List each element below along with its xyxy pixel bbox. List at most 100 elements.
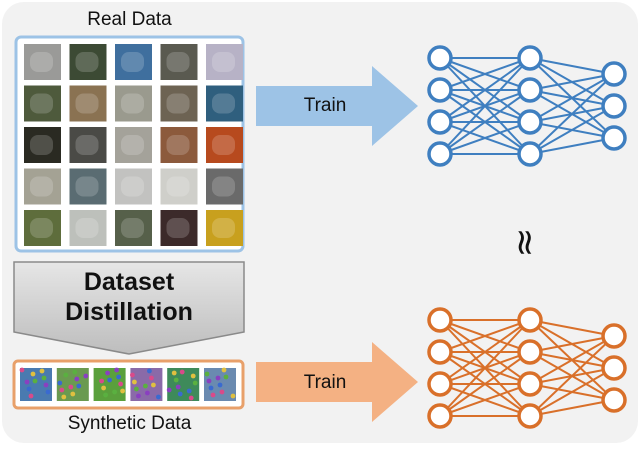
network-edge [439, 121, 531, 155]
real-data-image [206, 127, 243, 163]
network-edge [439, 57, 531, 91]
synthetic-noise-dot [208, 385, 214, 391]
synthetic-noise-dot [70, 391, 76, 397]
network-node [427, 339, 453, 365]
network-edge [439, 319, 531, 353]
synthetic-noise-dot [57, 380, 63, 386]
synthetic-noise-dot [210, 392, 216, 398]
network-node [601, 125, 627, 151]
synthetic-noise-dot [173, 377, 179, 383]
real-data-image-highlight [212, 176, 235, 197]
network-node [427, 371, 453, 397]
network-edge [439, 57, 531, 155]
synthetic-noise-dot [166, 387, 172, 393]
real-data-image [160, 210, 198, 246]
synthetic-noise-dot [76, 383, 82, 389]
synthetic-noise-dot [105, 370, 110, 376]
synthetic-noise-dot [188, 395, 194, 401]
real-data-image [69, 127, 107, 163]
real-data-image [160, 44, 198, 80]
real-data-image-highlight [30, 93, 53, 114]
real-data-image-highlight [212, 135, 235, 155]
synthetic-noise-dot [143, 383, 148, 389]
real-data-image [69, 210, 107, 246]
real-data-image-highlight [30, 52, 53, 72]
synthetic-noise-dot [156, 394, 161, 400]
synthetic-noise-dot [39, 368, 45, 374]
dataset-distillation-arrow [13, 261, 245, 355]
synthetic-noise-dot [215, 375, 221, 381]
synthetic-noise-dot [147, 368, 152, 374]
synthetic-noise-dot [192, 380, 198, 386]
network-edge [439, 383, 531, 417]
synthetic-noise-dot [132, 379, 137, 385]
real-data-label: Real Data [87, 9, 172, 30]
network-edge [439, 351, 531, 417]
real-data-image [24, 210, 61, 246]
network-node [427, 45, 453, 71]
network-edge [529, 335, 615, 417]
network-edge [529, 73, 615, 123]
real-data-image-highlight [75, 135, 99, 155]
network-node [601, 323, 627, 349]
real-data-image [24, 85, 61, 122]
network-edge [529, 57, 615, 75]
network-node [601, 93, 627, 119]
synthetic-noise-dot [221, 367, 227, 373]
synthetic-noise-dot [134, 386, 139, 392]
real-data-image [115, 85, 152, 122]
network-edge [439, 89, 531, 155]
real-data-image [160, 127, 198, 163]
synthetic-noise-dot [28, 393, 34, 399]
synthetic-noise-dot [59, 387, 65, 393]
synthetic-noise-dot [217, 382, 223, 388]
real-data-image-highlight [212, 93, 235, 114]
synthetic-noise-dot [118, 381, 123, 387]
real-data-image-highlight [166, 135, 190, 155]
network-edge [529, 367, 615, 417]
network-node [601, 61, 627, 87]
network-node [517, 109, 543, 135]
synthetic-noise-dot [186, 388, 192, 394]
synthetic-noise-dot [99, 378, 104, 384]
network-node [427, 109, 453, 135]
network-node [517, 403, 543, 429]
network-node [427, 141, 453, 167]
real-data-image-highlight [121, 218, 144, 238]
real-data-image-highlight [212, 218, 235, 238]
real-data-image-highlight [121, 135, 144, 155]
real-data-image [24, 44, 61, 80]
distillation-title-line2: Distillation [65, 298, 193, 326]
real-data-image-highlight [121, 176, 144, 197]
synthetic-noise-dot [45, 389, 51, 395]
synthetic-noise-dot [114, 367, 119, 373]
real-data-image [69, 168, 107, 205]
network-node [427, 403, 453, 429]
synthetic-noise-dot [149, 375, 154, 381]
synthetic-noise-dot [120, 388, 125, 394]
network-edge [529, 73, 615, 155]
network-node [517, 371, 543, 397]
network-node [517, 45, 543, 71]
real-data-image-highlight [212, 52, 235, 72]
network-edge [529, 319, 615, 337]
real-data-image-highlight [166, 52, 190, 72]
real-data-image-highlight [166, 93, 190, 114]
synthetic-noise-dot [68, 384, 74, 390]
train-label-top: Train [303, 95, 347, 116]
network-edge [529, 335, 615, 385]
real-data-image [69, 44, 107, 80]
real-data-image [115, 44, 152, 80]
network-node [517, 77, 543, 103]
network-node [427, 307, 453, 333]
synthetic-noise-dot [204, 371, 210, 377]
synthetic-noise-dot [179, 369, 185, 375]
synthetic-noise-dot [41, 375, 47, 381]
approx-symbol: ≈ [504, 227, 546, 258]
network-edge [529, 137, 615, 155]
real-data-image-highlight [121, 52, 144, 72]
synthetic-noise-dot [61, 394, 67, 400]
synthetic-noise-dot [206, 378, 212, 384]
real-data-image [160, 85, 198, 122]
synthetic-noise-dot [74, 376, 80, 382]
